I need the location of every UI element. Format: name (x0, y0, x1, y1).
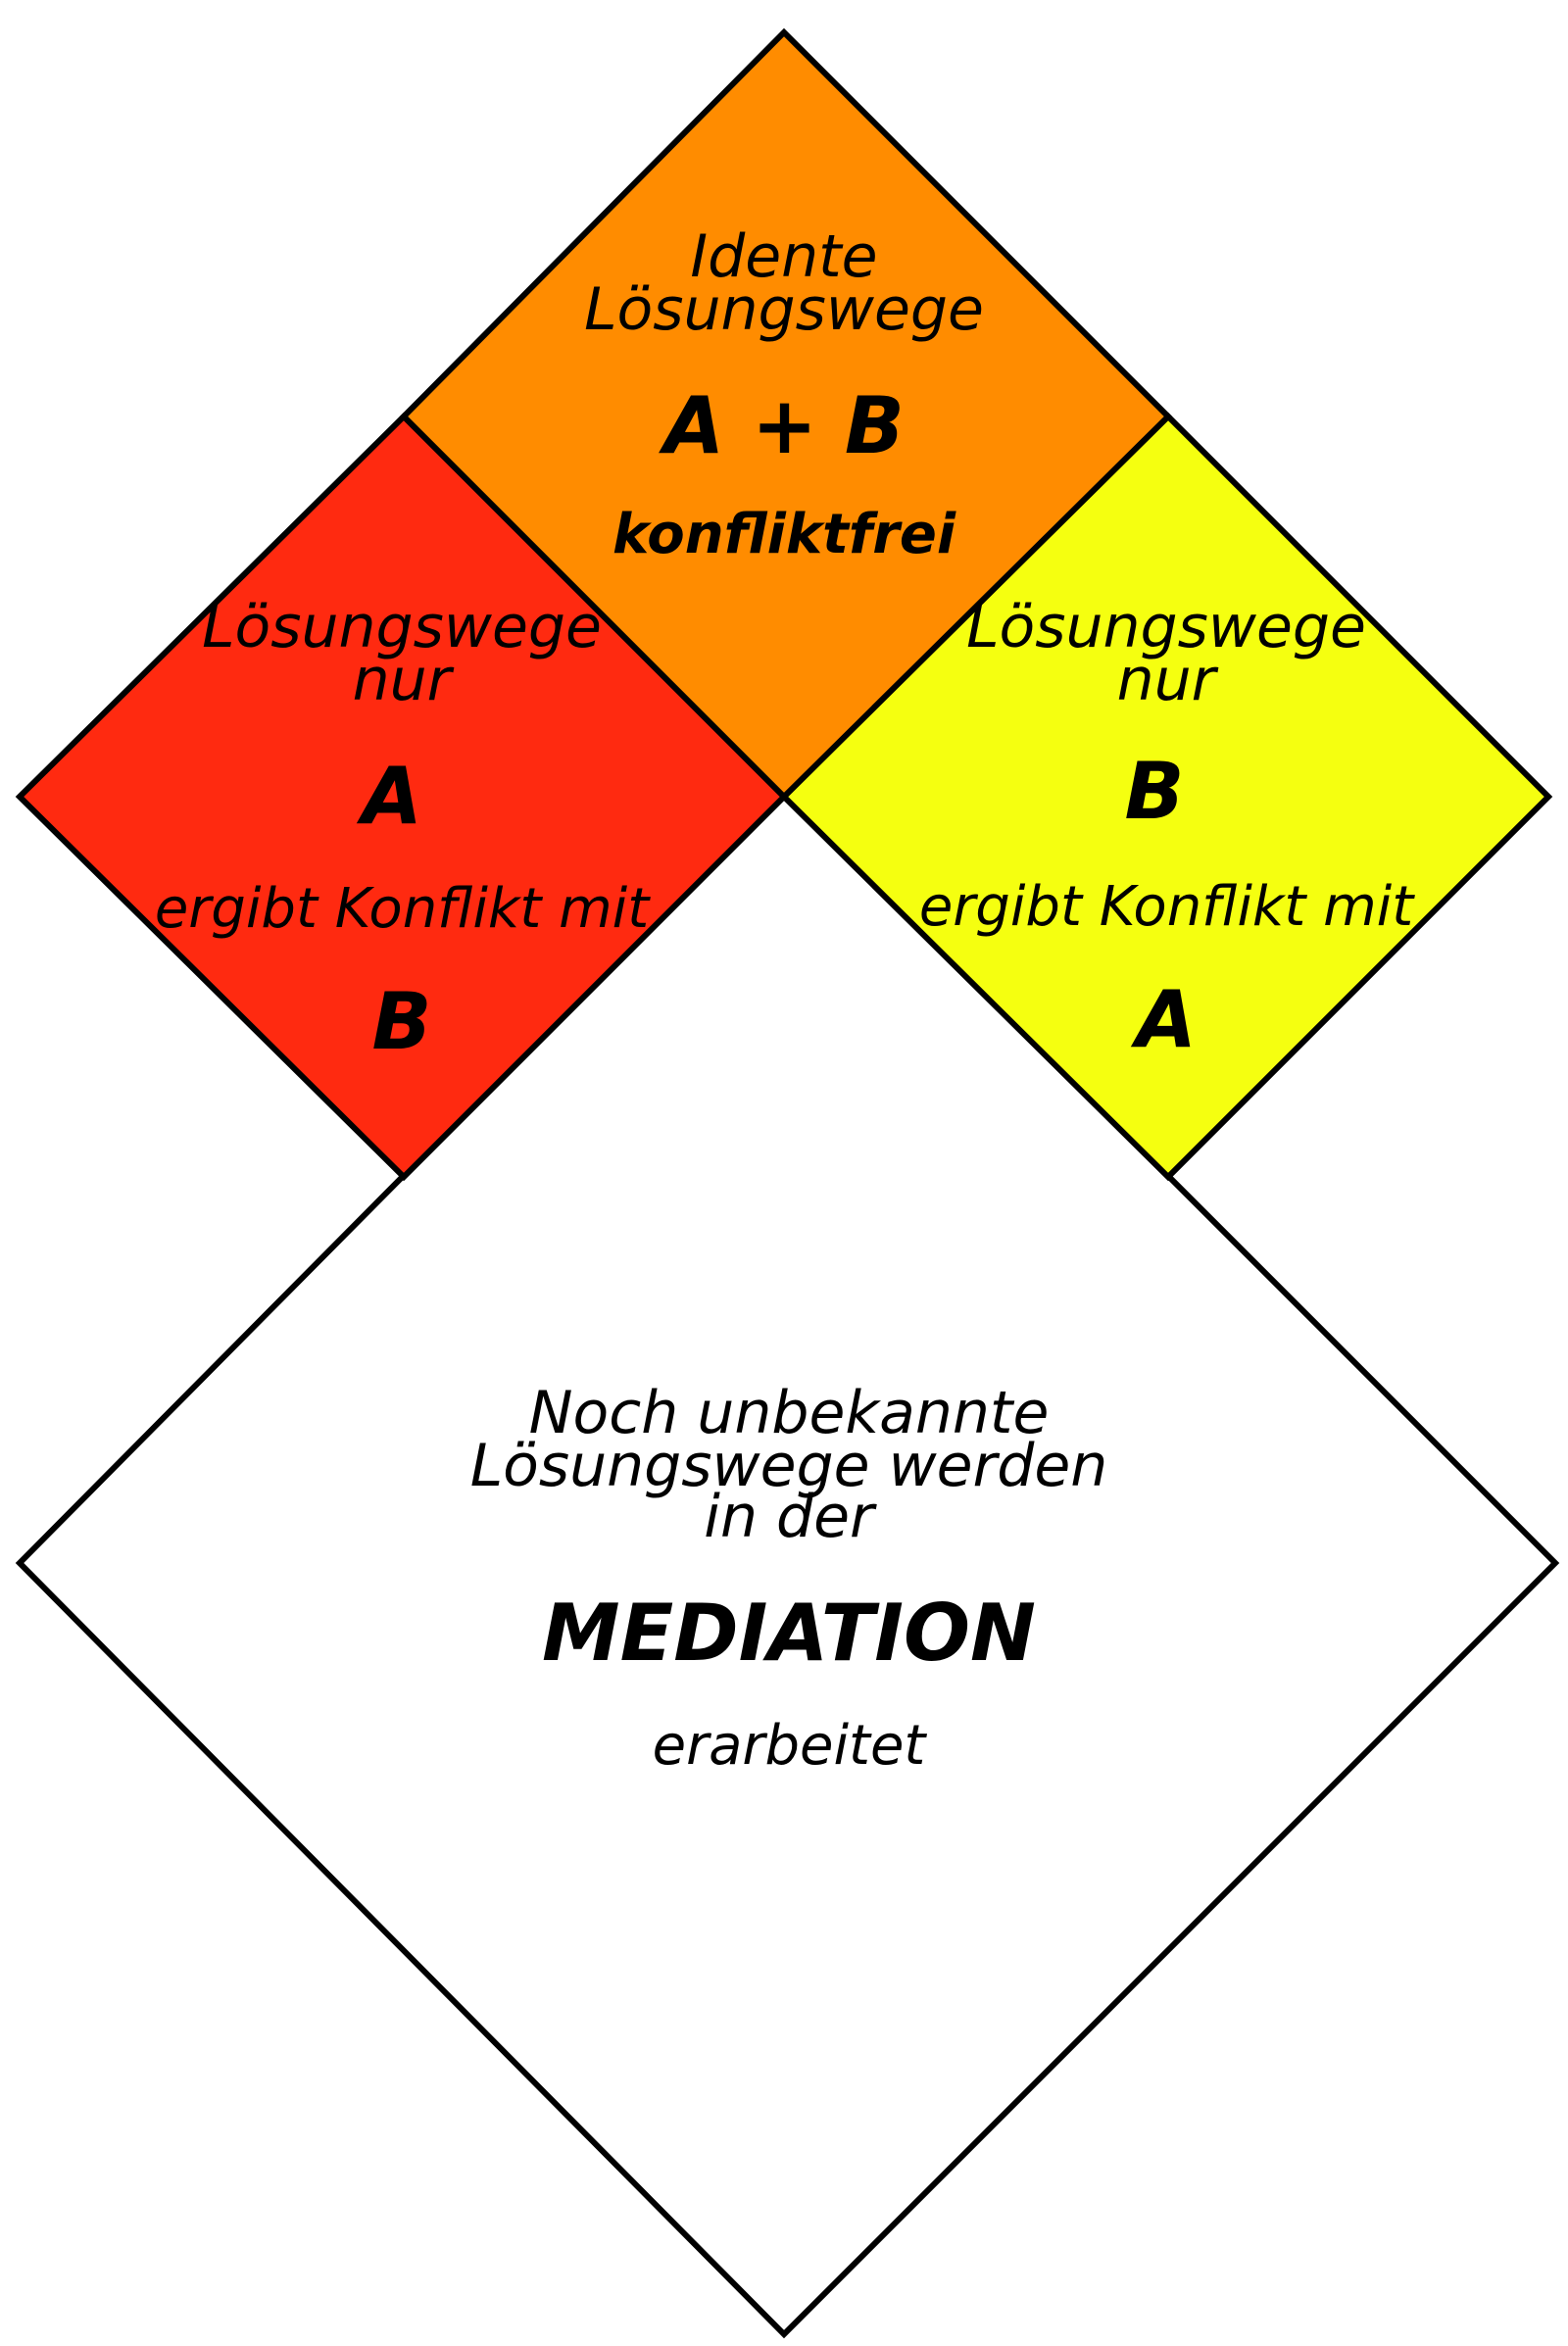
left-line2: nur (353, 646, 455, 714)
right-line1: Lösungswege (966, 593, 1366, 661)
right-big-label: B (1125, 746, 1185, 837)
top-line1: Idente (690, 222, 877, 291)
bottom-sub-label: erarbeitet (653, 1714, 928, 1778)
bottom-line1: Noch unbekannte (529, 1379, 1050, 1447)
top-line2: Lösungswege (584, 275, 984, 344)
right-line2: nur (1117, 646, 1219, 714)
top-sub-label: konfliktfrei (612, 503, 956, 566)
right-sub-label: ergibt Konflikt mit (919, 875, 1415, 939)
right-big2-label: A (1130, 974, 1197, 1065)
bottom-line2: Lösungswege werden (470, 1432, 1108, 1500)
top-big-label: A + B (658, 380, 905, 471)
left-big2-label: B (372, 976, 432, 1067)
left-line1: Lösungswege (202, 593, 602, 661)
bottom-big-label: MEDIATION (542, 1588, 1036, 1679)
left-big-label: A (356, 751, 422, 842)
top-diamond-a-plus-b (399, 27, 1173, 802)
bottom-line3: in der (704, 1483, 877, 1551)
left-sub-label: ergibt Konflikt mit (155, 877, 651, 941)
